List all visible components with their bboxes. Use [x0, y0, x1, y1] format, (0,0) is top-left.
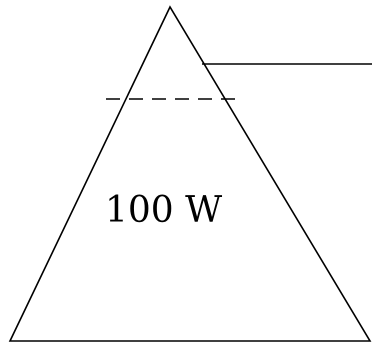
triangle-outline [8, 5, 372, 342]
power-label: 100 W [105, 190, 222, 231]
